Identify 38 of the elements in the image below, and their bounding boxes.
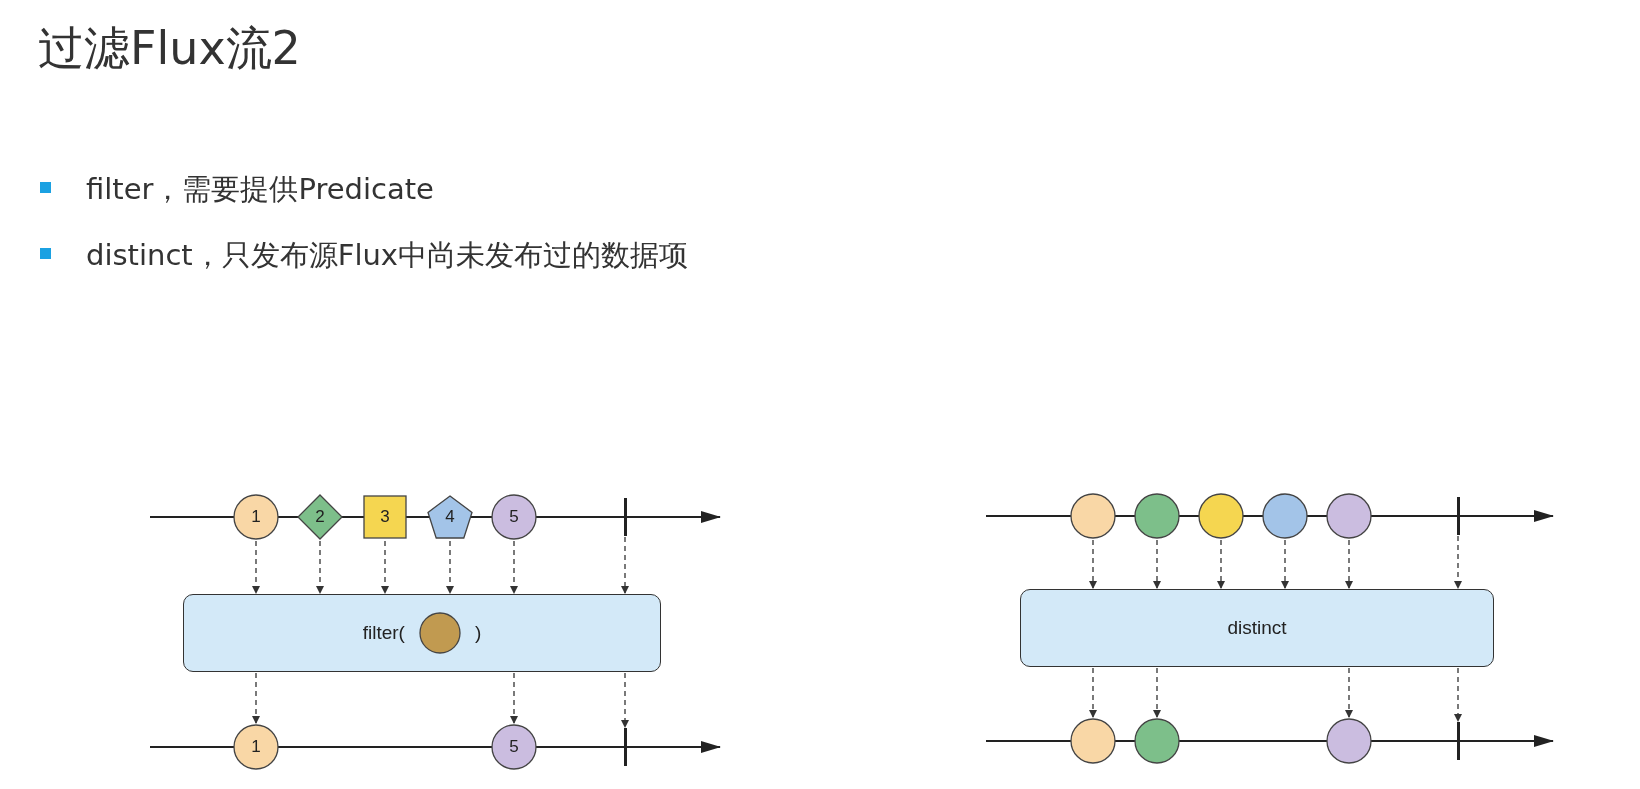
marble-number: 5 <box>509 507 519 527</box>
dashed-arrow <box>252 540 260 594</box>
dashed-arrow <box>1217 539 1225 589</box>
operator-box <box>183 594 661 672</box>
marble-number: 2 <box>315 507 325 527</box>
operator-label: ) <box>474 622 482 644</box>
bullet-text: filter，需要提供Predicate <box>86 171 434 208</box>
dashed-arrow <box>510 672 518 724</box>
dashed-arrow <box>446 540 454 594</box>
dashed-arrow <box>1454 535 1462 589</box>
completion-bar <box>1456 722 1460 760</box>
marble-number: 3 <box>380 507 390 527</box>
completion-bar <box>1456 497 1460 535</box>
dashed-arrow <box>621 672 629 728</box>
dashed-arrow <box>316 540 324 594</box>
operator-label: filter( <box>362 622 405 644</box>
dashed-arrow <box>1089 667 1097 718</box>
dashed-arrow <box>1153 539 1161 589</box>
dashed-arrow <box>1345 667 1353 718</box>
dashed-arrow <box>1089 539 1097 589</box>
dashed-arrow <box>1153 667 1161 718</box>
marble-number: 1 <box>251 507 261 527</box>
marble-number: 1 <box>251 737 261 757</box>
slide-title: 过滤Flux流2 <box>38 20 301 77</box>
dashed-arrow <box>621 536 629 594</box>
operator-label: distinct <box>1227 617 1287 639</box>
completion-bar <box>623 728 627 766</box>
dashed-arrow <box>1454 667 1462 722</box>
dashed-arrow <box>252 672 260 724</box>
dashed-arrow <box>510 540 518 594</box>
marble-number: 4 <box>445 507 455 527</box>
operator-box <box>1020 589 1494 667</box>
dashed-arrow <box>1345 539 1353 589</box>
marble-number: 5 <box>509 737 519 757</box>
bullet-text: distinct，只发布源Flux中尚未发布过的数据项 <box>86 237 688 274</box>
dashed-arrow <box>381 540 389 594</box>
completion-bar <box>623 498 627 536</box>
dashed-arrow <box>1281 539 1289 589</box>
